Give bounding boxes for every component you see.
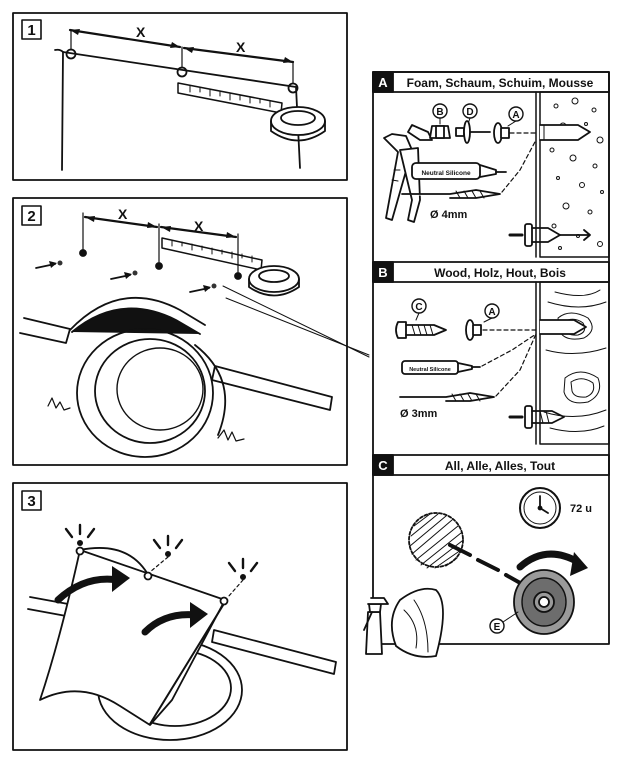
callout-b: B bbox=[436, 107, 443, 118]
drill-hole bbox=[539, 319, 587, 335]
detail-c-letter: C bbox=[378, 458, 388, 473]
dimension-label-x1: X bbox=[136, 24, 146, 40]
tire bbox=[76, 328, 214, 458]
screw-icon bbox=[395, 321, 447, 339]
dimension-line-x1 bbox=[68, 28, 182, 49]
callout-c: C bbox=[415, 302, 422, 313]
callout-e-circle bbox=[489, 618, 505, 634]
clip-base-icon bbox=[513, 569, 575, 635]
silicone-label: Neutral Silicone bbox=[421, 170, 471, 177]
screw-point-1 bbox=[75, 546, 85, 556]
clean-surface-icon bbox=[408, 512, 464, 569]
clip-washer-icon bbox=[465, 319, 482, 341]
detail-a: A Foam, Schaum, Schuim, Mousse bbox=[372, 71, 610, 258]
tape-measure-icon bbox=[177, 82, 326, 142]
clip-washer-icon bbox=[493, 122, 510, 144]
callout-a: A bbox=[512, 110, 519, 121]
detail-b-letter: B bbox=[378, 265, 387, 280]
detail-c-title: All, Alle, Alles, Tout bbox=[445, 459, 555, 473]
drill-size-b: Ø 3mm bbox=[400, 408, 438, 420]
dimension-line-x3 bbox=[83, 215, 159, 229]
panel-1: 1 X X bbox=[12, 12, 348, 181]
panel-1-number-box bbox=[21, 19, 42, 40]
foam-wall bbox=[539, 91, 610, 258]
silicone-tube-icon: Neutral Silicone bbox=[411, 162, 507, 180]
panel-3-number: 3 bbox=[27, 493, 35, 510]
screw-spark-icon bbox=[152, 534, 184, 557]
dimension-label-x3: X bbox=[118, 206, 128, 222]
screw-spark-icon bbox=[227, 557, 259, 580]
push-arrow-icon bbox=[54, 575, 122, 604]
spacer-icon bbox=[455, 120, 491, 144]
panel-2-number: 2 bbox=[27, 208, 35, 225]
panel-1-frame bbox=[12, 12, 348, 181]
callout-d: D bbox=[466, 107, 473, 118]
spray-bottle-icon bbox=[363, 597, 389, 655]
panel-3: 3 bbox=[12, 482, 348, 751]
detail-frame: A Foam, Schaum, Schuim, Mousse bbox=[363, 71, 610, 658]
panel-2: 2 X X bbox=[12, 197, 370, 466]
detail-b: B Wood, Holz, Hout, Bois bbox=[372, 261, 610, 445]
drill-point-1 bbox=[35, 249, 87, 269]
panel-2-number-box bbox=[21, 205, 42, 226]
installed-rivet-icon bbox=[508, 223, 591, 247]
screw-point-3 bbox=[219, 596, 229, 606]
clock-icon bbox=[519, 487, 561, 529]
wood-grain bbox=[543, 289, 607, 432]
mount-hole-2 bbox=[176, 66, 188, 78]
detail-c: C All, Alle, Alles, Tout 72 u bbox=[363, 454, 610, 658]
cleaning-cloth-icon bbox=[390, 587, 444, 658]
screw-point-2 bbox=[143, 571, 153, 581]
panel-3-frame bbox=[12, 482, 348, 751]
rotate-arrow-icon bbox=[516, 550, 582, 571]
drill-point-3 bbox=[189, 272, 242, 293]
detail-b-title: Wood, Holz, Hout, Bois bbox=[434, 266, 566, 280]
dimension-line-x4 bbox=[159, 225, 238, 239]
silicone-label-b: Neutral Silicone bbox=[409, 367, 451, 373]
drill-bit-icon bbox=[399, 392, 495, 402]
screw-spark-icon bbox=[64, 523, 96, 546]
callout-e: E bbox=[494, 622, 501, 633]
installed-screw-icon bbox=[508, 405, 565, 429]
cure-time: 72 u bbox=[570, 503, 592, 515]
detail-a-letter: A bbox=[378, 75, 388, 90]
panel-3-number-box bbox=[21, 490, 42, 511]
tape-measure-icon bbox=[161, 237, 300, 297]
silicone-tube-icon: Neutral Silicone bbox=[401, 360, 481, 375]
mudflap-left-edge bbox=[61, 51, 64, 171]
drill-point-2 bbox=[110, 262, 163, 280]
drill-bit-icon bbox=[401, 189, 501, 199]
drill-hole bbox=[539, 124, 591, 141]
wood-wall bbox=[539, 281, 610, 445]
dimension-line-x2 bbox=[182, 46, 295, 64]
panel-1-number: 1 bbox=[27, 22, 35, 39]
detail-a-title: Foam, Schaum, Schuim, Mousse bbox=[407, 76, 594, 90]
drill-size-a: Ø 4mm bbox=[430, 209, 468, 221]
vehicle-wheel-arch bbox=[19, 297, 333, 458]
panel-2-frame bbox=[12, 197, 348, 466]
dimension-label-x4: X bbox=[194, 218, 204, 234]
mudflap bbox=[39, 549, 226, 726]
callout-a-b: A bbox=[488, 307, 495, 318]
dimension-label-x2: X bbox=[236, 39, 246, 55]
